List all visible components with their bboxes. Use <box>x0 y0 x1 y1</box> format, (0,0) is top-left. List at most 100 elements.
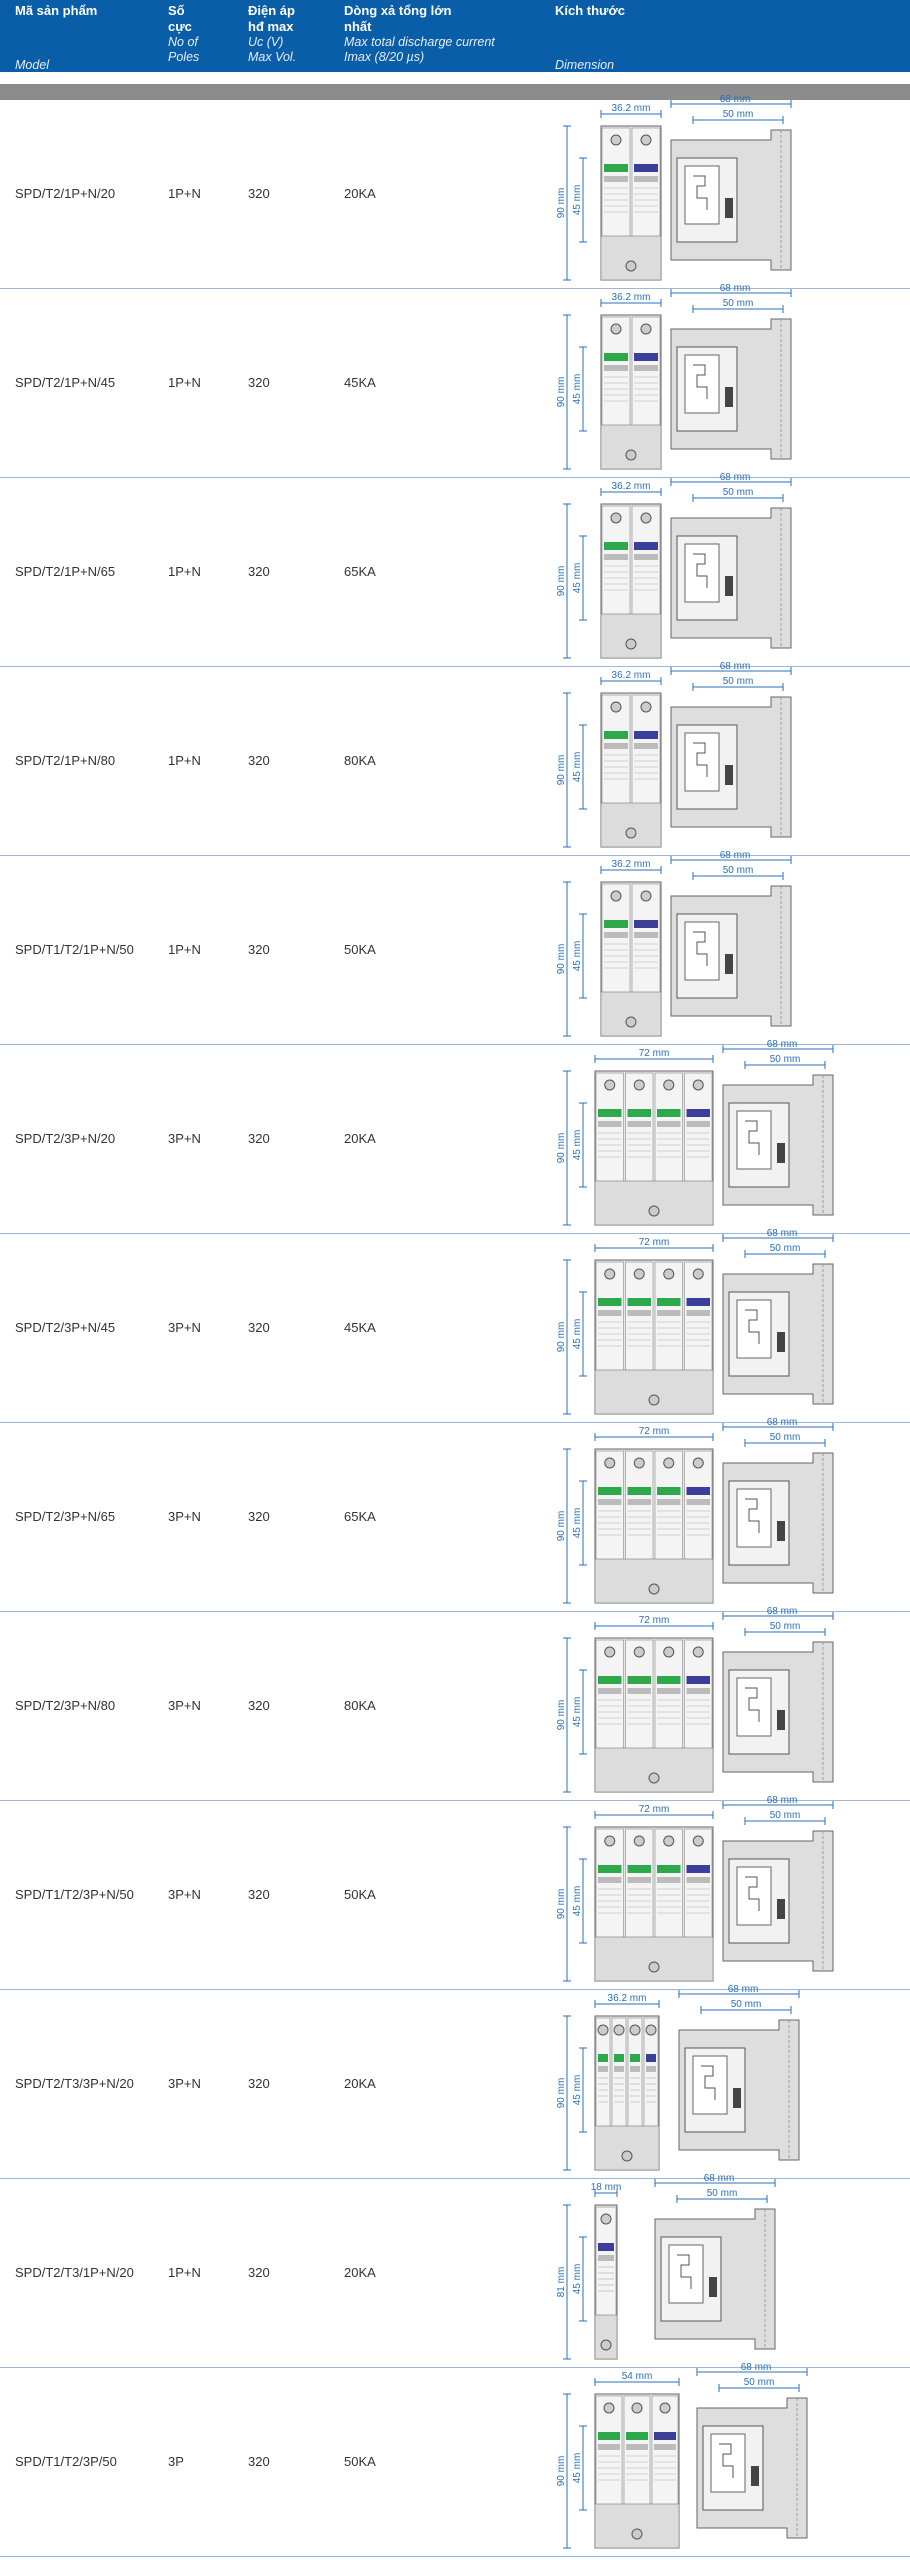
front-width-label: 36.2 mm <box>612 481 651 492</box>
model-cell: SPD/T2/T3/3P+N/20 <box>15 2076 134 2091</box>
side-view <box>654 2208 776 2350</box>
mount-depth-label: 50 mm <box>770 1054 801 1065</box>
model-cell: SPD/T2/1P+N/80 <box>15 753 116 768</box>
imax-cell: 20KA <box>344 1131 376 1146</box>
voltage-cell: 320 <box>248 1509 270 1524</box>
header-poles-vi: Số cực <box>168 3 192 34</box>
poles-cell: 1P+N <box>168 942 201 957</box>
header-voltage: Điện áp hđ max Uc (V) Max Vol. <box>248 3 338 65</box>
height-label: 90 mm <box>556 1700 567 1731</box>
front-width-label: 72 mm <box>639 1237 670 1248</box>
height-label: 90 mm <box>556 755 567 786</box>
depth-label: 68 mm <box>767 1228 798 1239</box>
front-width-label: 36.2 mm <box>612 103 651 114</box>
header-voltage-en: Max Vol. <box>248 50 297 64</box>
depth-label: 68 mm <box>704 2173 735 2184</box>
poles-cell: 1P+N <box>168 2265 201 2280</box>
depth-label: 68 mm <box>767 1417 798 1428</box>
front-width-label: 72 mm <box>639 1615 670 1626</box>
model-cell: SPD/T2/3P+N/65 <box>15 1509 116 1524</box>
imax-cell: 45KA <box>344 1320 376 1335</box>
depth-label: 68 mm <box>741 2362 772 2373</box>
front-view <box>594 2204 618 2360</box>
height-label: 90 mm <box>556 188 567 219</box>
height-label: 81 mm <box>556 2267 567 2298</box>
front-view <box>600 125 662 281</box>
voltage-cell: 320 <box>248 753 270 768</box>
front-width-label: 72 mm <box>639 1804 670 1815</box>
front-view <box>594 2393 680 2549</box>
half-height-label: 45 mm <box>572 2453 583 2484</box>
side-view <box>678 2019 800 2161</box>
imax-cell: 65KA <box>344 564 376 579</box>
poles-cell: 3P <box>168 2454 184 2469</box>
model-cell: SPD/T2/T3/1P+N/20 <box>15 2265 134 2280</box>
model-cell: SPD/T1/T2/1P+N/50 <box>15 942 134 957</box>
half-height-label: 45 mm <box>572 2075 583 2106</box>
height-label: 90 mm <box>556 377 567 408</box>
height-label: 90 mm <box>556 1511 567 1542</box>
header-poles-en: No of Poles <box>168 35 200 64</box>
header-voltage-vi: Điện áp hđ max <box>248 3 295 34</box>
front-view <box>594 1637 714 1793</box>
imax-cell: 50KA <box>344 942 376 957</box>
height-label: 90 mm <box>556 566 567 597</box>
header-imax-unit: Imax (8/20 µs) <box>344 50 425 64</box>
half-height-label: 45 mm <box>572 1130 583 1161</box>
side-view <box>722 1452 834 1594</box>
mount-depth-label: 50 mm <box>770 1243 801 1254</box>
header-poles: Số cực No of Poles <box>168 3 238 65</box>
header-model: Mã sản phẩm Model <box>15 3 155 73</box>
imax-cell: 20KA <box>344 2265 376 2280</box>
header-dimension-en: Dimension <box>555 58 615 72</box>
height-label: 90 mm <box>556 2078 567 2109</box>
front-view <box>594 1826 714 1982</box>
mount-depth-label: 50 mm <box>723 109 754 120</box>
imax-cell: 50KA <box>344 2454 376 2469</box>
imax-cell: 20KA <box>344 2076 376 2091</box>
header-dimension: Kích thước Dimension <box>555 3 755 73</box>
depth-label: 68 mm <box>720 850 751 861</box>
mount-depth-label: 50 mm <box>723 865 754 876</box>
height-label: 90 mm <box>556 1322 567 1353</box>
side-view <box>670 696 792 838</box>
header-imax: Dòng xả tổng lớn nhất Max total discharg… <box>344 3 544 65</box>
depth-label: 68 mm <box>767 1795 798 1806</box>
model-cell: SPD/T2/3P+N/80 <box>15 1698 116 1713</box>
voltage-cell: 320 <box>248 1131 270 1146</box>
half-height-label: 45 mm <box>572 1886 583 1917</box>
side-view <box>722 1263 834 1405</box>
imax-cell: 80KA <box>344 1698 376 1713</box>
side-view <box>670 129 792 271</box>
poles-cell: 1P+N <box>168 753 201 768</box>
front-width-label: 36.2 mm <box>612 670 651 681</box>
front-view <box>594 1448 714 1604</box>
mount-depth-label: 50 mm <box>723 298 754 309</box>
depth-label: 68 mm <box>720 283 751 294</box>
front-view <box>594 1070 714 1226</box>
model-cell: SPD/T1/T2/3P/50 <box>15 2454 117 2469</box>
front-width-label: 54 mm <box>622 2371 653 2382</box>
side-view <box>696 2397 808 2539</box>
imax-cell: 20KA <box>344 186 376 201</box>
half-height-label: 45 mm <box>572 185 583 216</box>
mount-depth-label: 50 mm <box>723 676 754 687</box>
poles-cell: 3P+N <box>168 1698 201 1713</box>
voltage-cell: 320 <box>248 2454 270 2469</box>
voltage-cell: 320 <box>248 1320 270 1335</box>
poles-cell: 1P+N <box>168 375 201 390</box>
front-width-label: 72 mm <box>639 1426 670 1437</box>
model-cell: SPD/T2/1P+N/65 <box>15 564 116 579</box>
depth-label: 68 mm <box>720 661 751 672</box>
voltage-cell: 320 <box>248 2265 270 2280</box>
